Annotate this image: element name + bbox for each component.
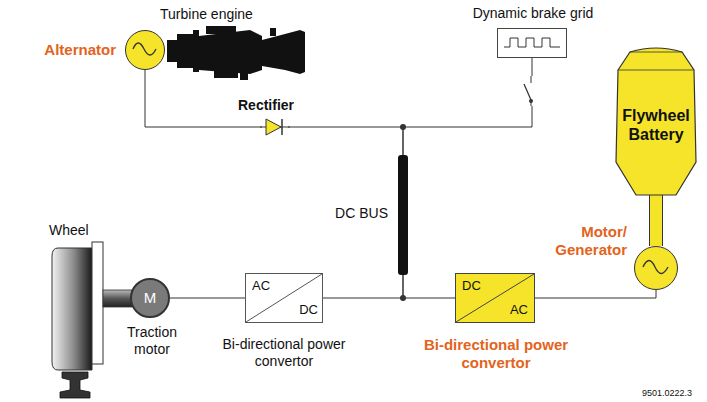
alternator-circle: Alternator	[125, 30, 165, 70]
converter-box-highlighted: DCACBi-directional power convertor	[455, 273, 535, 323]
converter-side-label: AC	[252, 278, 280, 294]
dc-bus-bar: DC BUS	[398, 155, 408, 275]
wheel-label: Wheel	[49, 222, 89, 239]
component-label: Flywheel Battery	[616, 106, 696, 144]
brake-switch	[522, 76, 542, 106]
shaft-fill	[650, 195, 662, 246]
component-label: Alternator	[4, 41, 116, 59]
traction-motor-circle: MTraction motor	[130, 278, 170, 318]
wheel-illustration	[52, 242, 132, 398]
component-label: Bi-directional power convertor	[414, 336, 578, 372]
wire-connector	[145, 70, 403, 155]
junction-dot	[400, 295, 406, 301]
component-label: Motor/ Generator	[535, 223, 627, 259]
converter-side-label: DC	[462, 278, 490, 294]
component-label: Dynamic brake grid	[463, 5, 603, 22]
motor-symbol-letter: M	[132, 289, 168, 307]
wire-connector	[403, 58, 532, 155]
converter-side-label: DC	[290, 302, 318, 318]
component-label: Rectifier	[238, 97, 294, 114]
converter-box: ACDCBi-directional power convertor	[245, 273, 323, 323]
turbine-engine	[167, 26, 305, 80]
wire-connector	[535, 290, 656, 298]
motor-generator-circle: Motor/ Generator	[634, 246, 678, 290]
shaft-connector	[649, 195, 663, 246]
wire-connector	[403, 275, 455, 298]
flywheel-battery: Flywheel Battery	[612, 44, 700, 196]
figure-number: 9501.0222.3	[642, 388, 692, 399]
bus-label: DC BUS	[316, 205, 388, 222]
rectifier-diode	[260, 117, 290, 137]
brake-grid-box: Dynamic brake grid	[497, 28, 567, 58]
wire-connector	[170, 298, 245, 299]
converter-side-label: AC	[500, 302, 528, 318]
component-label: Bi-directional power convertor	[209, 336, 359, 370]
component-label: Traction motor	[112, 324, 192, 358]
wire-connector	[323, 275, 403, 298]
engine-label: Turbine engine	[160, 6, 253, 23]
junction-dot	[400, 124, 406, 130]
